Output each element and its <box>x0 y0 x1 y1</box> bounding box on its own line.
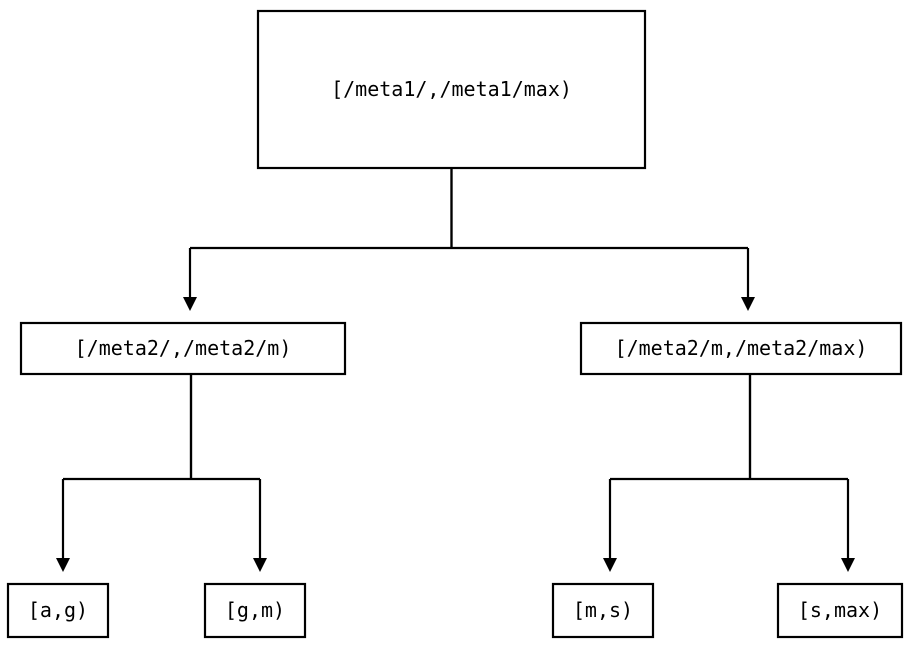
node-label: [/meta1/,/meta1/max) <box>331 77 572 101</box>
node-box <box>256 9 647 170</box>
tree-edge <box>183 168 453 311</box>
tree-edge <box>450 168 755 311</box>
node-label: [/meta2/m,/meta2/max) <box>615 336 868 360</box>
node-box <box>19 321 347 376</box>
tree-node-mid-right[interactable]: [/meta2/m,/meta2/max) <box>579 321 903 376</box>
arrow-head-icon <box>183 297 197 311</box>
node-box <box>6 582 110 639</box>
tree-edge <box>56 374 193 572</box>
node-label: [m,s) <box>573 598 633 622</box>
node-box <box>203 582 307 639</box>
arrow-head-icon <box>253 558 267 572</box>
tree-node-leaf-m-s[interactable]: [m,s) <box>551 582 655 639</box>
node-box <box>579 321 903 376</box>
tree-edge <box>603 374 752 572</box>
edges-layer <box>56 168 855 572</box>
arrow-head-icon <box>56 558 70 572</box>
tree-node-root[interactable]: [/meta1/,/meta1/max) <box>256 9 647 170</box>
node-label: [/meta2/,/meta2/m) <box>75 336 292 360</box>
tree-node-leaf-a-g[interactable]: [a,g) <box>6 582 110 639</box>
tree-node-leaf-g-m[interactable]: [g,m) <box>203 582 307 639</box>
node-label: [a,g) <box>28 598 88 622</box>
node-label: [s,max) <box>798 598 882 622</box>
arrow-head-icon <box>603 558 617 572</box>
tree-edge <box>748 374 855 572</box>
arrow-head-icon <box>741 297 755 311</box>
arrow-head-icon <box>841 558 855 572</box>
nodes-layer: [/meta1/,/meta1/max) [/meta2/,/meta2/m) [/… <box>6 9 904 639</box>
node-label: [g,m) <box>225 598 285 622</box>
node-box <box>551 582 655 639</box>
tree-edge <box>189 374 267 572</box>
node-box <box>776 582 904 639</box>
tree-node-leaf-s-max[interactable]: [s,max) <box>776 582 904 639</box>
tree-node-mid-left[interactable]: [/meta2/,/meta2/m) <box>19 321 347 376</box>
